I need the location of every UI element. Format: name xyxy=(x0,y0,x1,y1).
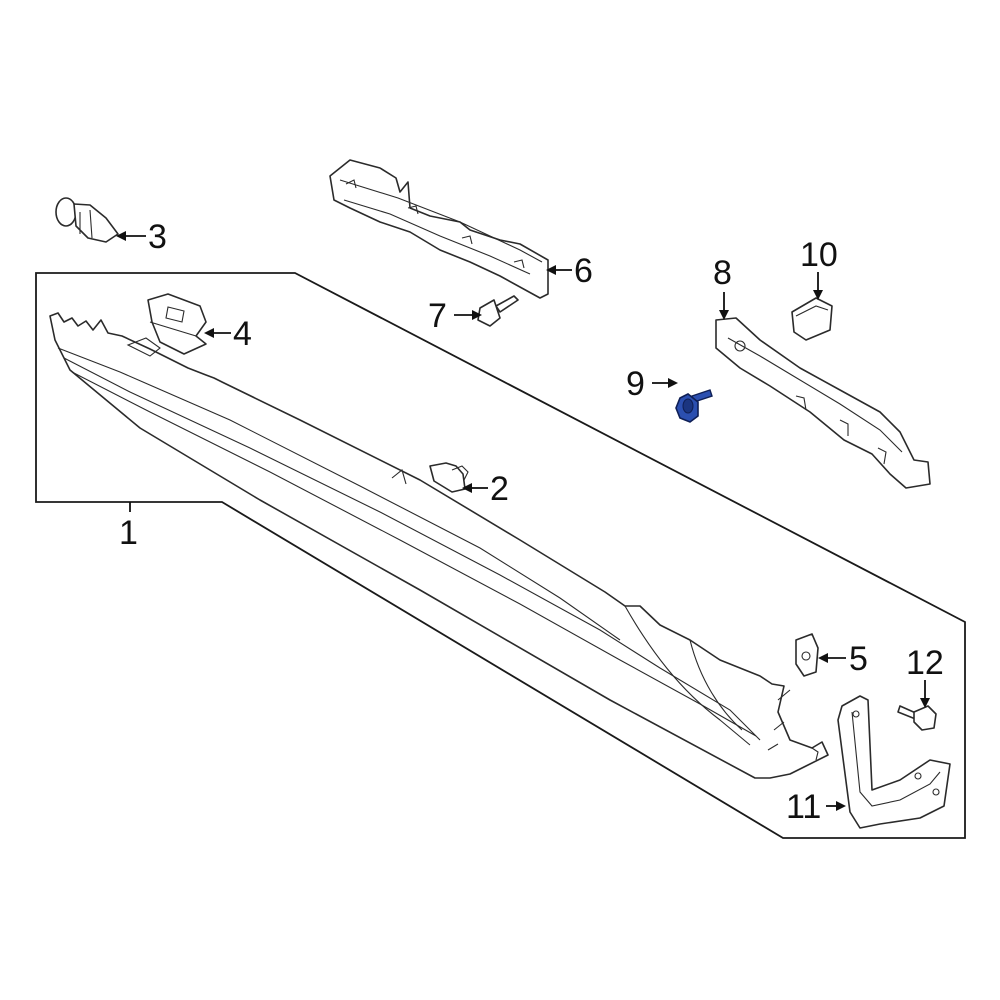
callout-7: 7 xyxy=(428,297,447,335)
callout-12: 12 xyxy=(906,644,944,682)
callout-5: 5 xyxy=(849,640,868,678)
bolt-part-12 xyxy=(897,705,937,731)
mounting-bracket-part-6 xyxy=(329,159,549,299)
clip-part-10 xyxy=(791,297,833,341)
callout-6: 6 xyxy=(574,252,593,290)
callout-2: 2 xyxy=(490,470,509,508)
clip-part-2 xyxy=(429,462,469,493)
callout-10: 10 xyxy=(800,236,838,274)
callout-4: 4 xyxy=(233,315,252,353)
assembly-frame xyxy=(35,272,966,839)
bolt-part-7 xyxy=(477,295,519,327)
callout-3: 3 xyxy=(148,218,167,256)
callout-11: 11 xyxy=(786,788,821,826)
bracket-clip-part-4 xyxy=(147,293,207,355)
rocker-panel xyxy=(49,312,829,779)
callout-9: 9 xyxy=(626,365,645,403)
mud-flap-part-11 xyxy=(837,695,951,829)
callout-8: 8 xyxy=(713,254,732,292)
rear-bracket-part-8 xyxy=(715,317,931,489)
push-pin-retainer-part-3 xyxy=(55,197,119,243)
highlighted-bolt-part-9 xyxy=(675,389,713,423)
callout-1: 1 xyxy=(119,514,138,552)
nut-clip-part-5 xyxy=(795,633,819,677)
leader-lines xyxy=(116,231,930,811)
